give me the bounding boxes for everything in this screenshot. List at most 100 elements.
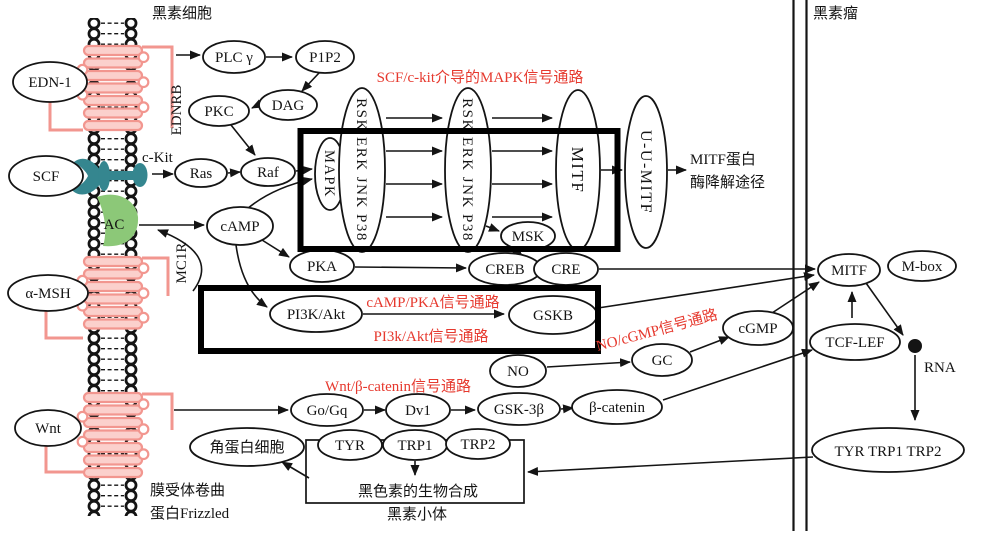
node-raf: Raf	[240, 157, 296, 187]
pi3k-akt-pathway-label: PI3k/Akt信号通路	[373, 328, 488, 345]
node-label: TCF-LEF	[825, 335, 884, 351]
node-msk: MSK	[500, 221, 556, 251]
frizzled-label-line1: 膜受体卷曲	[150, 482, 225, 499]
node-ras: Ras	[174, 158, 228, 188]
node-label: PI3K/Akt	[287, 307, 346, 323]
mc1r-label: MC1R	[174, 243, 190, 284]
node-label: α-MSH	[25, 286, 71, 302]
node-scf: SCF	[8, 155, 84, 197]
node-label: 角蛋白细胞	[209, 439, 284, 456]
frizzled-receptor-icon	[76, 391, 150, 479]
wnt-pathway-label: Wnt/β-catenin信号通路	[325, 378, 471, 395]
node-label: TRP2	[460, 437, 495, 453]
node-plc-gamma: PLC γ	[202, 40, 266, 74]
mitf-degradation-line1: MITF蛋白	[690, 151, 756, 168]
node-label: Dv1	[405, 403, 431, 419]
node-label: cGMP	[738, 321, 777, 337]
node-cre: CRE	[533, 252, 599, 286]
node-camp: cAMP	[206, 206, 274, 246]
node-label: Raf	[257, 165, 279, 181]
node-gc: GC	[631, 343, 693, 377]
ednrb-label: EDNRB	[169, 85, 185, 136]
node-label: SCF	[33, 169, 60, 185]
node-label: CREB	[485, 262, 524, 278]
node-tyr: TYR	[317, 429, 383, 461]
node-label: CRE	[551, 262, 580, 278]
melanin-biosynthesis-label: 黑色素的生物合成	[358, 483, 478, 500]
mapk-pathway-box	[297, 128, 621, 252]
node-p1p2: P1P2	[295, 40, 355, 74]
node-creb: CREB	[468, 252, 542, 286]
node-label: U-U-MITF	[637, 130, 654, 214]
node-pka: PKA	[289, 249, 355, 283]
node-label: EDN-1	[28, 75, 71, 91]
node-label: PLC γ	[215, 50, 253, 66]
node-label: DAG	[272, 98, 305, 114]
cell-membrane	[44, 18, 174, 516]
ac-label: AC	[104, 217, 125, 233]
node-keratinocyte: 角蛋白细胞	[189, 427, 305, 467]
node-alpha-msh: α-MSH	[7, 274, 89, 312]
pi3k-pathway-box	[198, 285, 601, 354]
node-tyr-trp1-trp2: TYR TRP1 TRP2	[811, 427, 965, 473]
node-label: cAMP	[220, 219, 259, 235]
node-uu-mitf: U-U-MITF	[624, 95, 668, 249]
mapk-pathway-label: SCF/c-kit介导的MAPK信号通路	[377, 69, 584, 86]
transcription-dot	[908, 339, 922, 353]
cell-boundary-lines	[792, 0, 808, 531]
node-trp1: TRP1	[382, 429, 448, 461]
node-mitf-melanoma: MITF	[817, 253, 881, 287]
melanoma-label: 黑素瘤	[813, 5, 858, 22]
node-edn1: EDN-1	[12, 61, 88, 103]
ednrb-receptor-icon	[76, 44, 150, 132]
node-pkc: PKC	[188, 95, 250, 127]
melanocyte-label: 黑素细胞	[152, 5, 212, 22]
node-label: GC	[652, 353, 673, 369]
node-wnt: Wnt	[14, 409, 82, 447]
node-kinase-stack-1: RSK ERK JNK P38	[338, 87, 386, 253]
node-label: MITF	[831, 263, 867, 279]
pathway-boxes	[198, 128, 621, 354]
node-label: RSK ERK JNK P38	[459, 98, 475, 242]
node-cgmp: cGMP	[722, 310, 794, 346]
frizzled-label-line2: 蛋白Frizzled	[150, 505, 230, 522]
node-label: RSK ERK JNK P38	[353, 98, 369, 242]
node-label: Wnt	[35, 421, 62, 437]
node-label: MITF	[568, 147, 587, 194]
node-label: TYR	[335, 438, 365, 454]
node-label: P1P2	[309, 50, 341, 66]
node-pi3k-akt: PI3K/Akt	[269, 295, 363, 333]
node-label: PKA	[307, 259, 337, 275]
node-go-gq: Go/Gq	[290, 393, 364, 427]
ligand-connectors	[44, 45, 174, 474]
node-label: Ras	[190, 166, 213, 182]
node-tcf-lef: TCF-LEF	[809, 323, 901, 361]
node-label: PKC	[204, 104, 233, 120]
node-gskb: GSKB	[508, 295, 598, 335]
camp-pka-pathway-label: cAMP/PKA信号通路	[366, 294, 499, 311]
node-label: GSK-3β	[494, 402, 544, 418]
node-gsk3b: GSK-3β	[477, 392, 561, 426]
rna-label: RNA	[924, 360, 956, 376]
node-trp2: TRP2	[445, 428, 511, 460]
node-label: MSK	[512, 229, 545, 245]
node-label: TYR TRP1 TRP2	[835, 444, 942, 460]
mitf-degradation-line2: 酶降解途径	[690, 174, 765, 191]
node-m-box: M-box	[887, 250, 957, 282]
melanosome-label: 黑素小体	[387, 506, 447, 523]
node-label: MAPK	[321, 150, 337, 198]
node-label: M-box	[902, 259, 943, 275]
node-no: NO	[489, 354, 547, 388]
node-label: TRP1	[397, 438, 432, 454]
ckit-label: c-Kit	[142, 150, 174, 166]
node-kinase-stack-2: RSK ERK JNK P38	[444, 87, 492, 253]
node-label: β-catenin	[589, 400, 645, 416]
node-label: NO	[507, 364, 529, 380]
node-dv1: Dv1	[385, 393, 451, 427]
node-beta-catenin: β-catenin	[571, 389, 663, 425]
node-label: Go/Gq	[307, 403, 348, 419]
node-label: GSKB	[533, 308, 573, 324]
connector-arrows	[139, 50, 920, 479]
node-mitf-tall: MITF	[555, 89, 601, 251]
